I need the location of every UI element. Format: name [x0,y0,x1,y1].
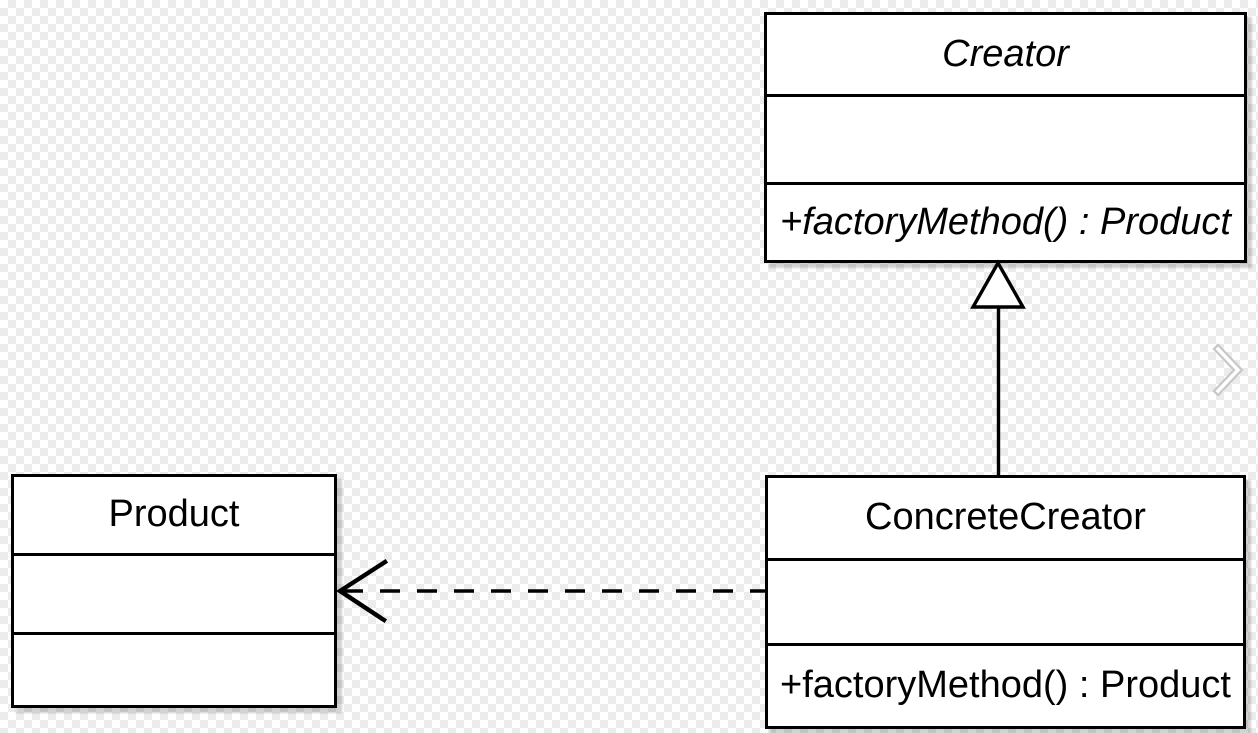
uml-class-product: Product [11,474,337,708]
generalization-arrow [970,259,1026,476]
chevron-right-icon [1212,343,1244,397]
uml-class-creator: Creator +factoryMethod() : Product [764,12,1247,263]
product-methods-compartment [14,635,334,705]
concrete-creator-method-row: +factoryMethod() : Product [780,664,1231,707]
uml-class-concrete-creator: ConcreteCreator +factoryMethod() : Produ… [765,475,1246,729]
creator-method-row: +factoryMethod() : Product [780,200,1231,243]
creator-class-title: Creator [767,15,1244,97]
product-attributes-compartment [14,556,334,635]
concrete-creator-class-title: ConcreteCreator [768,478,1243,561]
concrete-creator-attributes-compartment [768,561,1243,646]
creator-attributes-compartment [767,97,1244,185]
product-class-title: Product [14,477,334,556]
dependency-arrow [335,558,765,624]
next-image-button[interactable] [1210,341,1246,399]
